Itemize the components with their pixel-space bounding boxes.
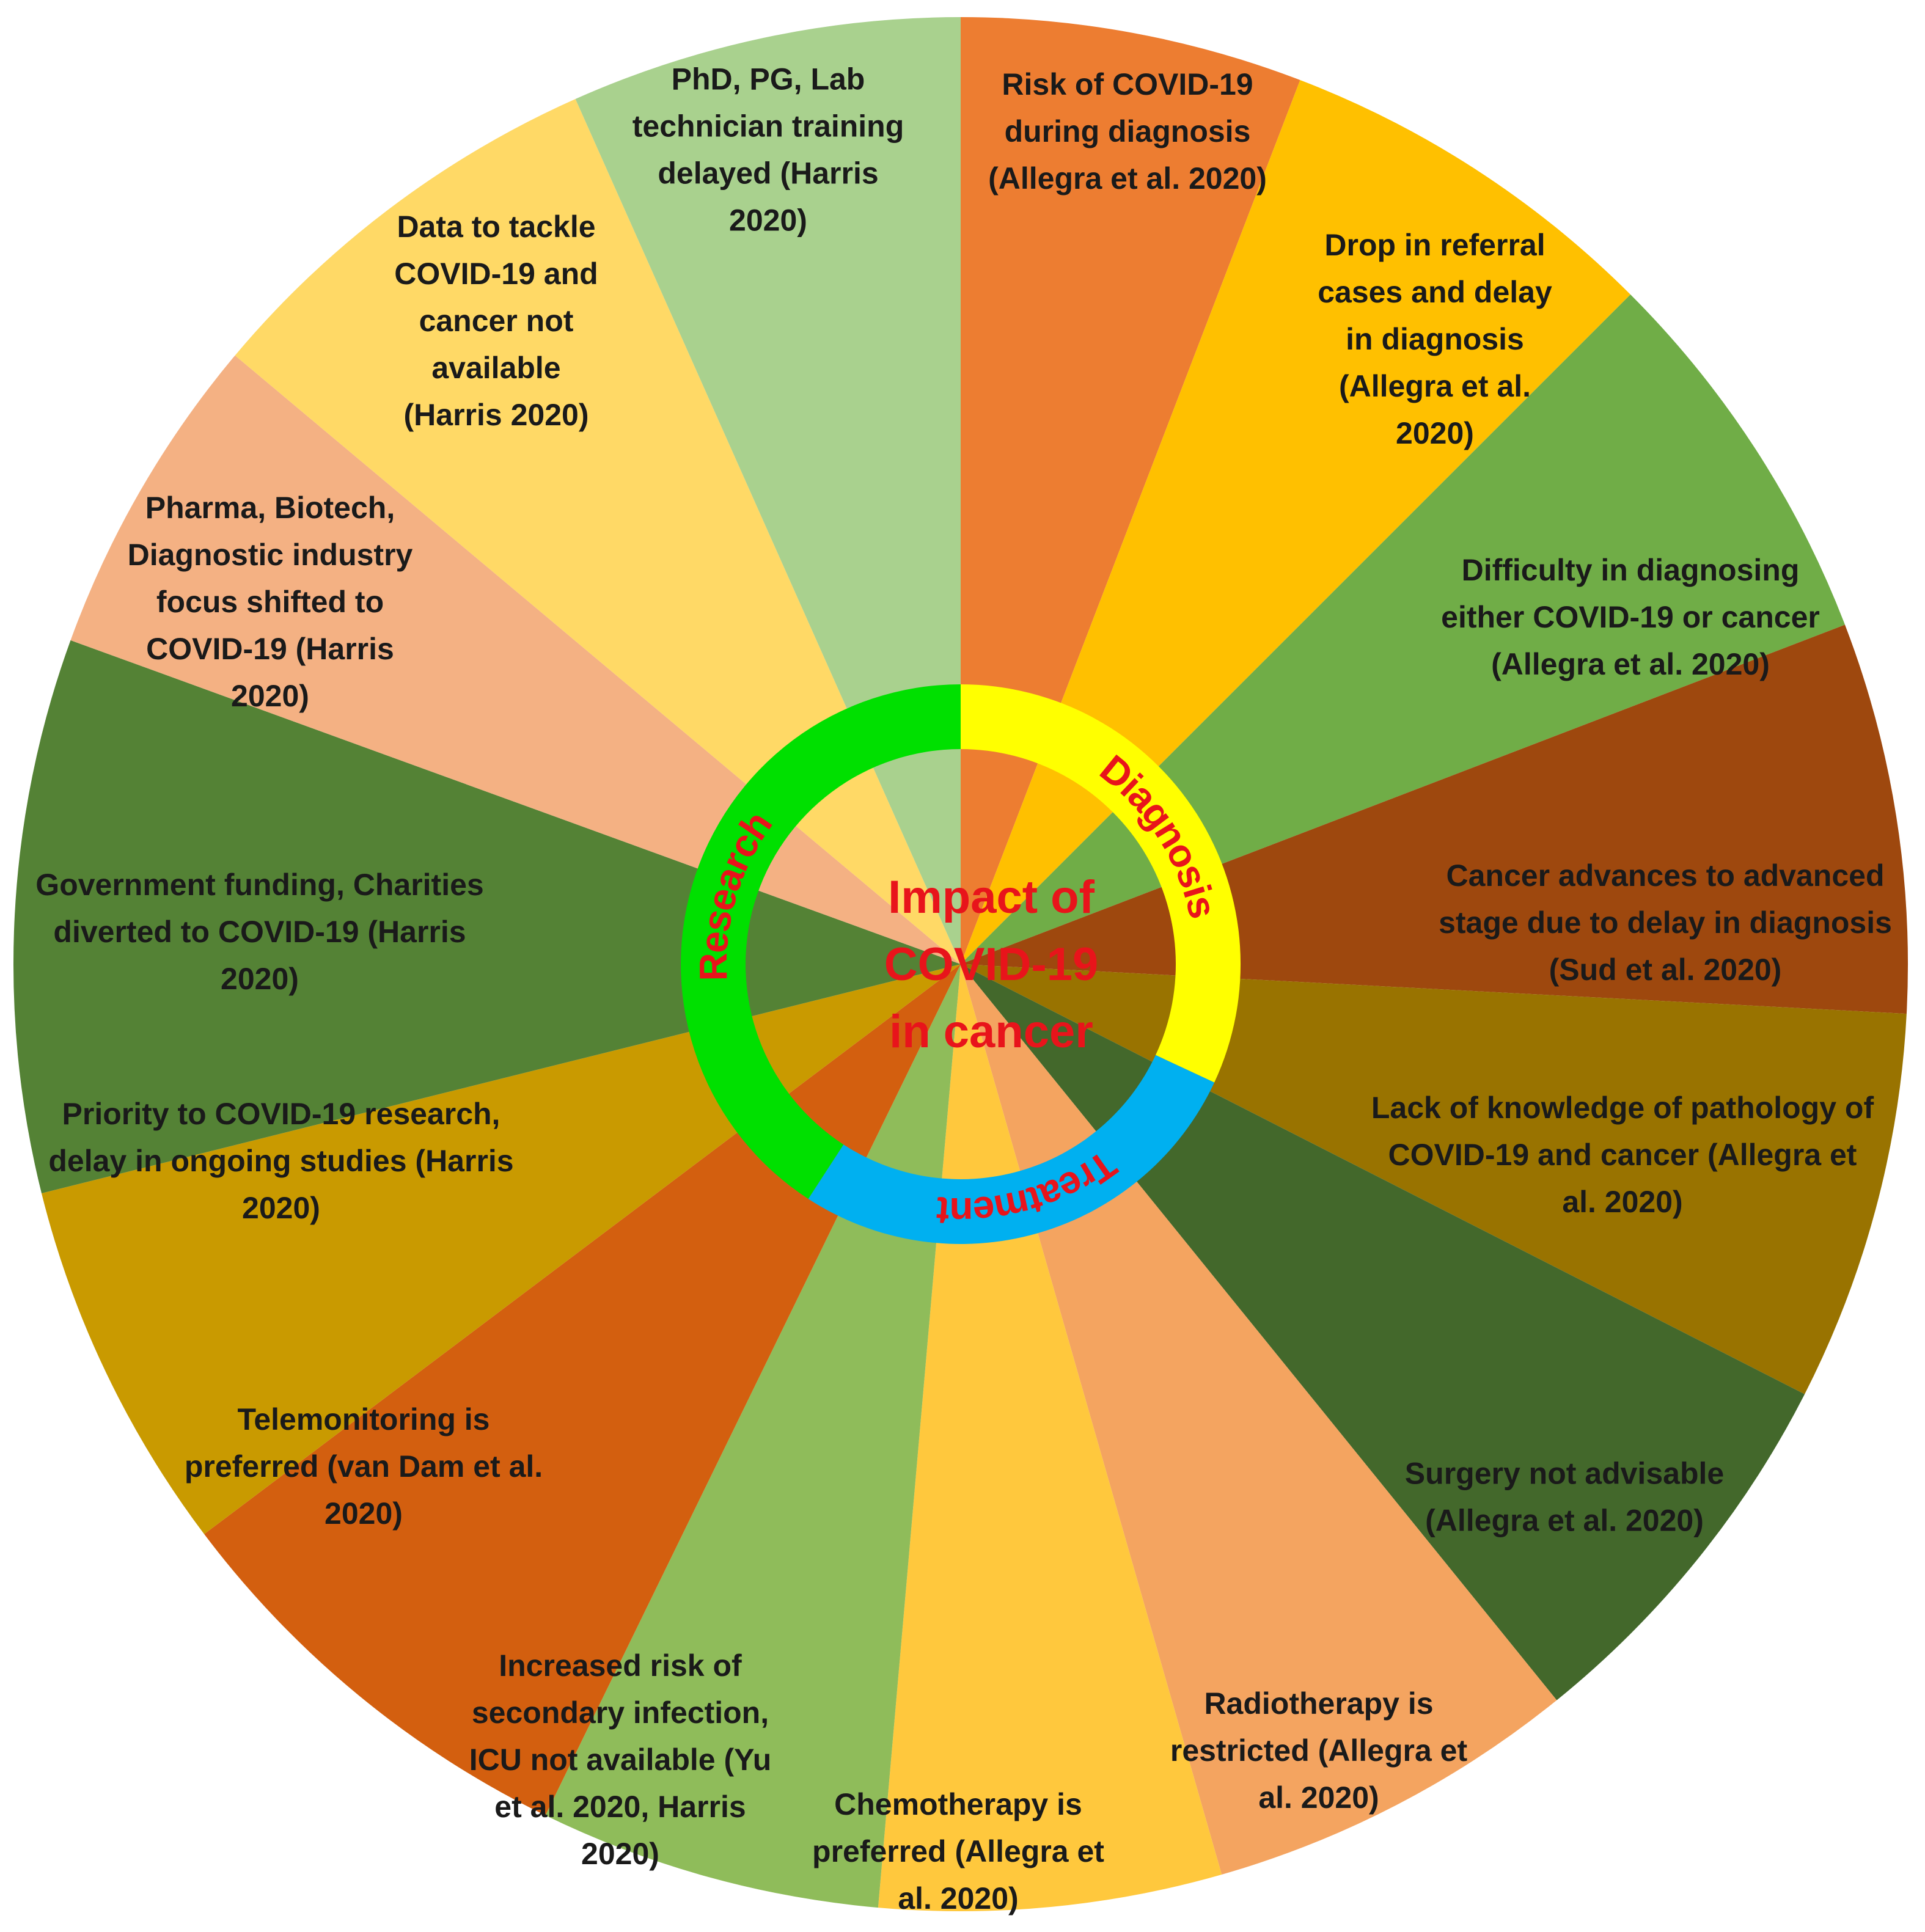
segment-14 (235, 99, 961, 964)
ring-arc-research (681, 684, 961, 1199)
segment-12 (13, 640, 961, 1193)
ring-arc-treatment (808, 1055, 1215, 1244)
segment-6 (961, 964, 1805, 1700)
segment-10 (204, 964, 961, 1816)
ring-arc-diagnosis (961, 684, 1241, 1083)
segment-6-label: Surgery not advisable(Allegra et al. 202… (1405, 1457, 1724, 1538)
segment-11-label: Priority to COVID-19 research,delay in o… (48, 1097, 513, 1225)
